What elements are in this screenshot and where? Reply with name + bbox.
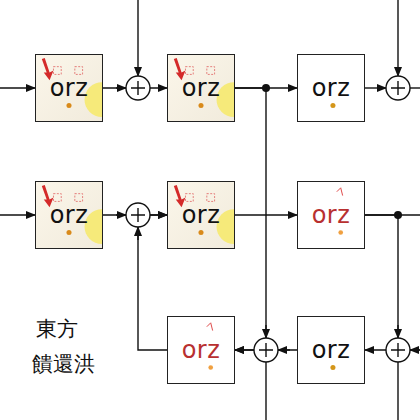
arrowhead (265, 325, 266, 338)
arrowhead (116, 214, 126, 215)
box-label: orz (50, 203, 89, 227)
input-wire (0, 214, 35, 215)
box-label: orz (182, 338, 221, 362)
box-label: orz (50, 76, 89, 100)
arrowhead (278, 349, 290, 350)
summing-junction (386, 338, 410, 362)
box-label: orz (312, 338, 351, 362)
signal-connector (365, 215, 398, 350)
branch-dot (394, 211, 402, 219)
wire (365, 87, 386, 88)
box-label: orz (312, 203, 351, 227)
summing-junction (126, 76, 150, 100)
process-box: orz (167, 54, 235, 122)
process-box: orz (167, 316, 235, 384)
box-label: orz (182, 76, 221, 100)
input-wire (0, 87, 35, 88)
output-wire (265, 362, 266, 420)
input-wire (410, 349, 420, 350)
arrowhead (410, 349, 420, 350)
output-wire (397, 362, 398, 420)
signal-connector (235, 88, 266, 350)
input-wire (137, 0, 138, 76)
signal-connector (138, 215, 167, 350)
arrowhead (116, 87, 126, 88)
input-wire (397, 0, 398, 76)
process-box: orz (297, 181, 365, 249)
box-label: orz (312, 76, 351, 100)
title-note: 東方 (36, 318, 78, 341)
summing-junction (386, 76, 410, 100)
branch-dot (262, 84, 270, 92)
summing-junction (126, 203, 150, 227)
process-box: orz (35, 181, 103, 249)
process-box: orz (35, 54, 103, 122)
process-box: orz (167, 181, 235, 249)
arrowhead (397, 325, 398, 338)
box-label: orz (182, 203, 221, 227)
arrowhead (137, 227, 138, 240)
output-wire (410, 87, 420, 88)
process-box: orz (297, 316, 365, 384)
process-box: orz (297, 54, 365, 122)
title-note: 饋還洪 (32, 353, 95, 376)
summing-junction (254, 338, 278, 362)
